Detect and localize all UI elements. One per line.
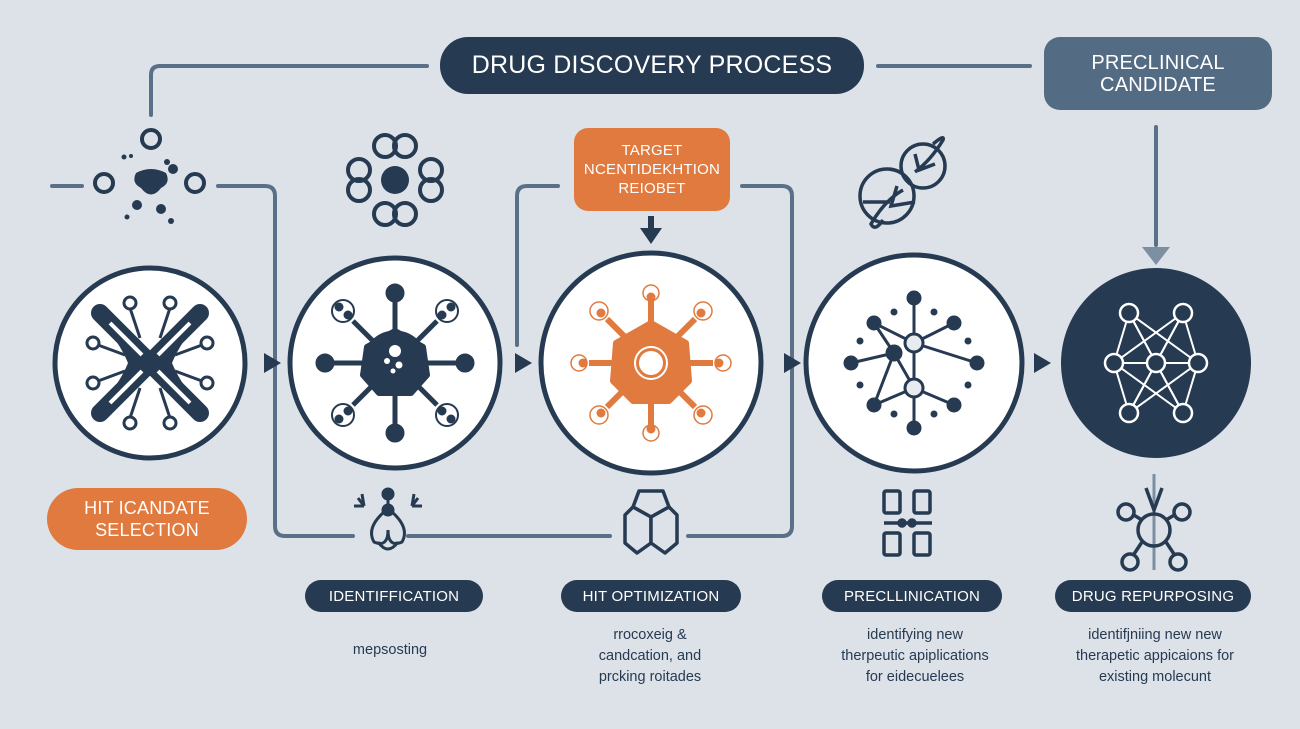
stage-label-text: HIT OPTIMIZATION [582,587,720,605]
description-line: therapetic appicaions for [1076,648,1234,664]
arrow-down-icon [640,228,662,244]
ring-cluster-icon [346,133,444,227]
hit-line-1: HIT ICANDATE [84,498,210,518]
stage-description-drug-repurposing: identifjniing new new therapetic appicai… [1040,625,1270,688]
flask-molecule-icon [354,487,422,551]
description-line: mepsosting [352,642,428,658]
description-line: for eidecuelees [865,669,965,685]
neural-network-icon [1103,302,1209,424]
stage-label-text: DRUG REPURPOSING [1071,587,1235,605]
target-line-1: TARGET [621,142,683,159]
stage-description-hit-optimization: rrocoxeig & candcation, and prcking roit… [550,625,750,688]
description-line: prcking roitades [598,669,702,685]
hit-line-2: SELECTION [95,520,199,540]
stage-label-identification: IDENTIFFICATION [305,580,483,612]
arrow-right-icon [1034,353,1051,373]
connector-title-left [149,64,429,117]
receptor-cross-icon [85,295,215,431]
description-line: identifying new [867,627,963,643]
arrow-right-icon [784,353,801,373]
stage-label-text: PRECLLINICATION [843,587,981,605]
document-grid-icon [882,489,932,557]
stage-label-preclinical: PRECLLINICATION [822,580,1002,612]
stage-label-drug-repurposing: DRUG REPURPOSING [1055,580,1251,612]
linked-circles-icon [858,136,947,229]
candidate-line-2: CANDIDATE [1100,73,1216,96]
target-line-3: REIOBET [618,180,686,197]
description-line: rrocoxeig & [613,627,687,643]
description-line: candcation, and [598,648,702,664]
scattered-molecule-icon [93,128,206,224]
node-network [803,252,1025,474]
arrow-right-icon [515,353,532,373]
target-line-2: NCENTIDEKHTION [583,161,721,178]
target-molecule-icon [570,284,732,442]
stage-label-text: IDENTIFFICATION [328,587,460,605]
description-line: existing molecunt [1098,669,1212,685]
description-line: identifjniing new new [1088,627,1222,643]
arrow-down-icon [1142,247,1170,265]
hexagon-cluster-icon [623,489,679,555]
stage-description-preclinical: identifying new therpeutic apiplications… [805,625,1025,688]
node-receptor [52,265,248,461]
candidate-line-1: PRECLINICAL [1091,51,1225,74]
virus-molecule-icon [315,283,475,443]
node-virus [287,255,503,471]
connector-target-left [515,184,560,347]
arrow-right-icon [264,353,281,373]
preclinical-candidate-box: PRECLINICAL CANDIDATE [1044,37,1272,110]
branched-molecule-icon [1116,474,1192,572]
stage-description-identification: mepsosting [300,640,480,661]
title-text: DRUG DISCOVERY PROCESS [471,51,833,79]
node-target [538,250,764,476]
description-line: therpeutic apiplications [841,648,989,664]
page-title: DRUG DISCOVERY PROCESS [440,37,864,94]
stage-label-hit-optimization: HIT OPTIMIZATION [561,580,741,612]
hit-candidate-selection-box: HIT ICANDATE SELECTION [47,488,247,550]
target-identification-box: TARGET NCENTIDEKHTION REIOBET [574,128,730,211]
node-neural [1061,268,1251,458]
molecular-network-icon [843,290,985,436]
arrowheads [264,216,1170,373]
